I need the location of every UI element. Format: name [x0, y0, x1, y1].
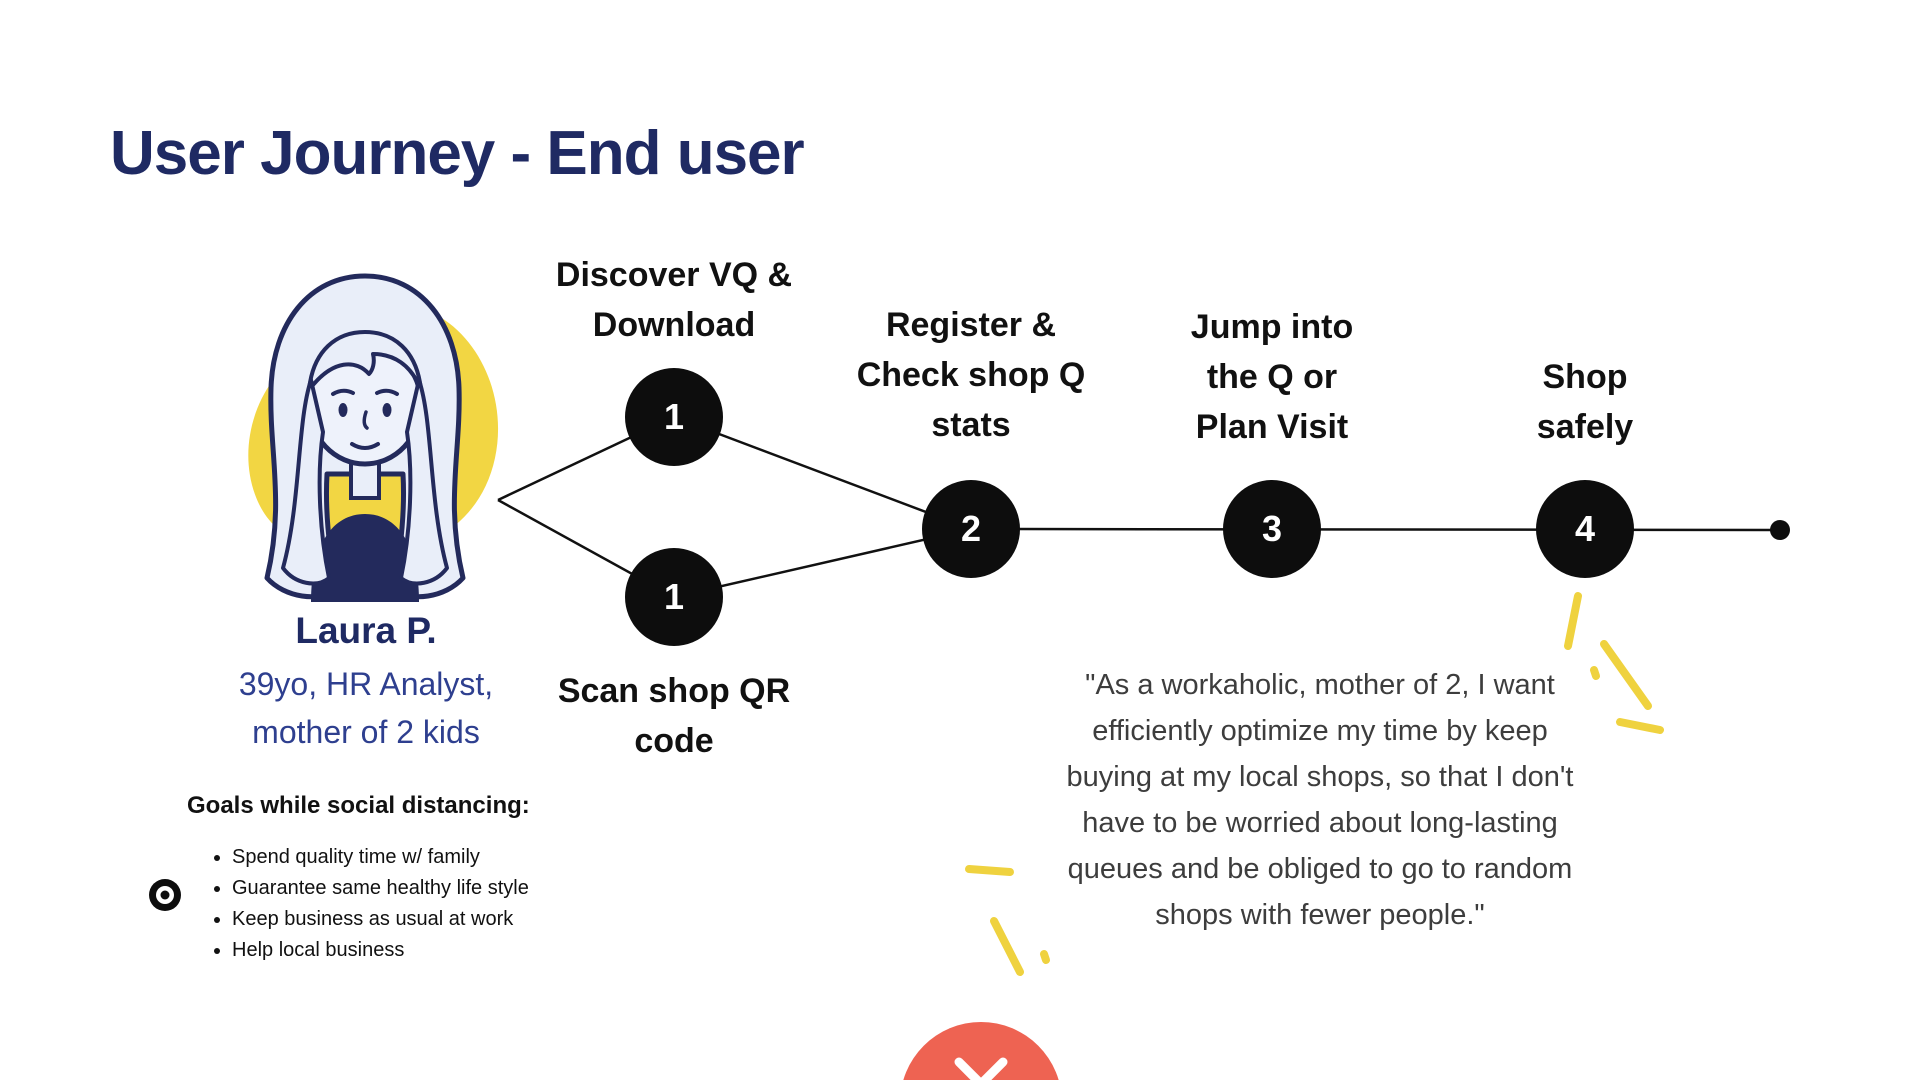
- goal-item: Keep business as usual at work: [232, 904, 529, 935]
- goals-heading: Goals while social distancing:: [187, 792, 530, 819]
- journey-end-dot: [1770, 520, 1790, 540]
- step-label-discover-download: Discover VQ & Download: [555, 256, 793, 344]
- target-icon: [148, 878, 182, 912]
- scroll-down-button[interactable]: [900, 1022, 1062, 1080]
- goal-item: Guarantee same healthy life style: [232, 873, 529, 904]
- journey-node-3: 3: [1223, 480, 1321, 578]
- persona-quote: "As a workaholic, mother of 2, I want ef…: [1066, 669, 1574, 931]
- persona-name: Laura P.: [295, 610, 437, 651]
- step-label-register-check: Register & Check shop Q stats: [856, 306, 1086, 444]
- step-label-shop-safely: Shop safely: [1536, 358, 1634, 446]
- chevron-down-icon: [954, 1057, 1008, 1080]
- persona-avatar: [225, 262, 505, 612]
- goal-item: Spend quality time w/ family: [232, 842, 529, 873]
- persona-description: 39yo, HR Analyst, mother of 2 kids: [238, 666, 494, 750]
- goal-item: Help local business: [232, 935, 529, 966]
- journey-node-2: 2: [922, 480, 1020, 578]
- step-label-scan-qr: Scan shop QR code: [557, 672, 791, 760]
- step-label-jump-or-plan: Jump into the Q or Plan Visit: [1190, 308, 1354, 446]
- page-title: User Journey - End user: [110, 119, 805, 188]
- persona-illustration-icon: [248, 273, 499, 602]
- journey-node-1-discover: 1: [625, 368, 723, 466]
- journey-node-1-scan: 1: [625, 548, 723, 646]
- journey-node-4: 4: [1536, 480, 1634, 578]
- goals-list: Spend quality time w/ family Guarantee s…: [232, 842, 529, 966]
